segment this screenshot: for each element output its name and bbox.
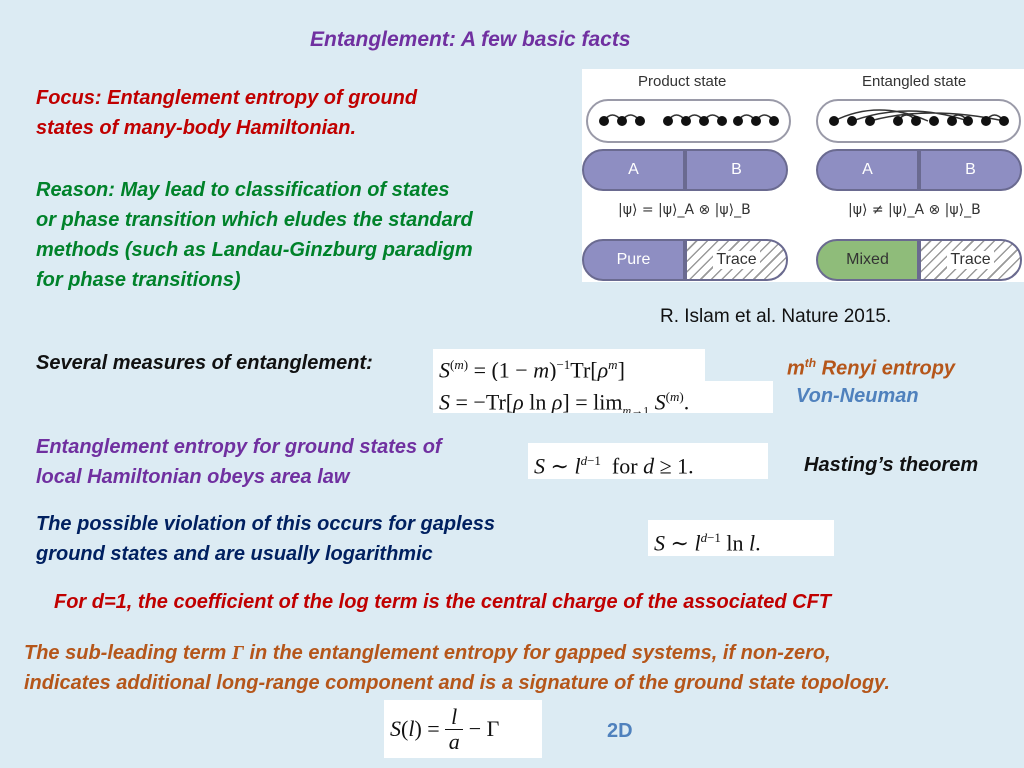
product-state-label: Product state [638, 73, 727, 90]
trace-label: Trace [713, 251, 760, 269]
spin-dot [635, 116, 645, 126]
pure-block: Pure [582, 239, 685, 281]
subleading-text-b: in the entanglement entropy for gapped s… [243, 642, 831, 664]
subleading-block: The sub-leading term Γ in the entangleme… [24, 638, 890, 698]
spin-dot [865, 116, 875, 126]
spin-dot [829, 116, 839, 126]
spin-dot [911, 116, 921, 126]
spin-dot [699, 116, 709, 126]
spin-dot [681, 116, 691, 126]
spin-dot [999, 116, 1009, 126]
spin-dot [733, 116, 743, 126]
spin-dot [847, 116, 857, 126]
renyi-superscript: th [804, 356, 817, 370]
log-violation-equation: S ∼ ld−1 ln l. [648, 520, 834, 556]
product-links-icon [603, 114, 775, 122]
product-state-equation: |ψ⟩ = |ψ⟩_A ⊗ |ψ⟩_B [618, 202, 751, 218]
von-neuman-equation: S = −Tr[ρ ln ρ] = limm→1 S(m). [433, 381, 773, 413]
spin-dot [981, 116, 991, 126]
entangled-state-label: Entangled state [862, 73, 967, 90]
subleading-line-1: The sub-leading term Γ in the entangleme… [24, 638, 890, 668]
area-law-line-2: local Hamiltonian obeys area law [36, 466, 350, 488]
citation: R. Islam et al. Nature 2015. [660, 306, 892, 327]
violation-line-2: ground states and are usually logarithmi… [36, 543, 433, 565]
mixed-block: Mixed [816, 239, 919, 281]
reason-line-3: methods (such as Landau-Ginzburg paradig… [36, 239, 473, 261]
spin-dot [963, 116, 973, 126]
renyi-m: m [787, 357, 805, 380]
product-b-block: B [685, 149, 788, 191]
spin-dot [947, 116, 957, 126]
entangled-trace-block: Trace [919, 239, 1022, 281]
slide-title: Entanglement: A few basic facts [310, 28, 631, 51]
entangled-links-icon [833, 109, 1005, 122]
spin-dot [663, 116, 673, 126]
spin-dot [599, 116, 609, 126]
spin-dot [617, 116, 627, 126]
reason-line-2: or phase transition which eludes the sta… [36, 209, 473, 231]
two-d-label: 2D [607, 720, 633, 742]
violation-line-1: The possible violation of this occurs fo… [36, 513, 495, 535]
area-law-line-1: Entanglement entropy for ground states o… [36, 436, 442, 458]
reason-block: Reason: May lead to classification of st… [36, 175, 473, 295]
focus-block: Focus: Entanglement entropy of ground st… [36, 83, 417, 143]
gamma-symbol: Γ [231, 642, 244, 664]
cft-statement: For d=1, the coefficient of the log term… [54, 591, 832, 613]
hasting-label: Hasting’s theorem [804, 454, 979, 476]
spin-dot [929, 116, 939, 126]
product-trace-block: Trace [685, 239, 788, 281]
spin-dot [893, 116, 903, 126]
renyi-label: mth Renyi entropy [787, 348, 955, 384]
entangled-state-equation: |ψ⟩ ≠ |ψ⟩_A ⊗ |ψ⟩_B [848, 202, 981, 218]
focus-line-1: Focus: Entanglement entropy of ground [36, 87, 418, 109]
subleading-text-a: The sub-leading term [24, 642, 232, 664]
spin-dot [769, 116, 779, 126]
product-chain [586, 99, 791, 143]
area-law-block: Entanglement entropy for ground states o… [36, 432, 442, 492]
measures-label: Several measures of entanglement: [36, 352, 373, 374]
reason-line-4: for phase transitions) [36, 269, 241, 291]
entangled-a-block: A [816, 149, 919, 191]
area-law-equation: S ∼ ld−1 for d ≥ 1. [528, 443, 768, 479]
renyi-text: Renyi entropy [816, 357, 956, 380]
topological-entropy-equation: S(l) = l a − Γ [384, 700, 542, 758]
entangled-chain [816, 99, 1021, 143]
focus-line-2: states of many-body Hamiltonian. [36, 117, 357, 139]
product-a-block: A [582, 149, 685, 191]
violation-block: The possible violation of this occurs fo… [36, 509, 495, 569]
entanglement-figure: Product state Entangled state A B A B | [582, 69, 1024, 282]
spin-dot [717, 116, 727, 126]
renyi-equation: S(m) = (1 − m)−1Tr[ρm] [433, 349, 705, 381]
trace-label: Trace [947, 251, 994, 269]
entangled-b-block: B [919, 149, 1022, 191]
subleading-line-2: indicates additional long-range componen… [24, 672, 890, 694]
spin-dot [751, 116, 761, 126]
reason-line-1: Reason: May lead to classification of st… [36, 179, 450, 201]
von-neuman-label: Von-Neuman [796, 385, 919, 407]
